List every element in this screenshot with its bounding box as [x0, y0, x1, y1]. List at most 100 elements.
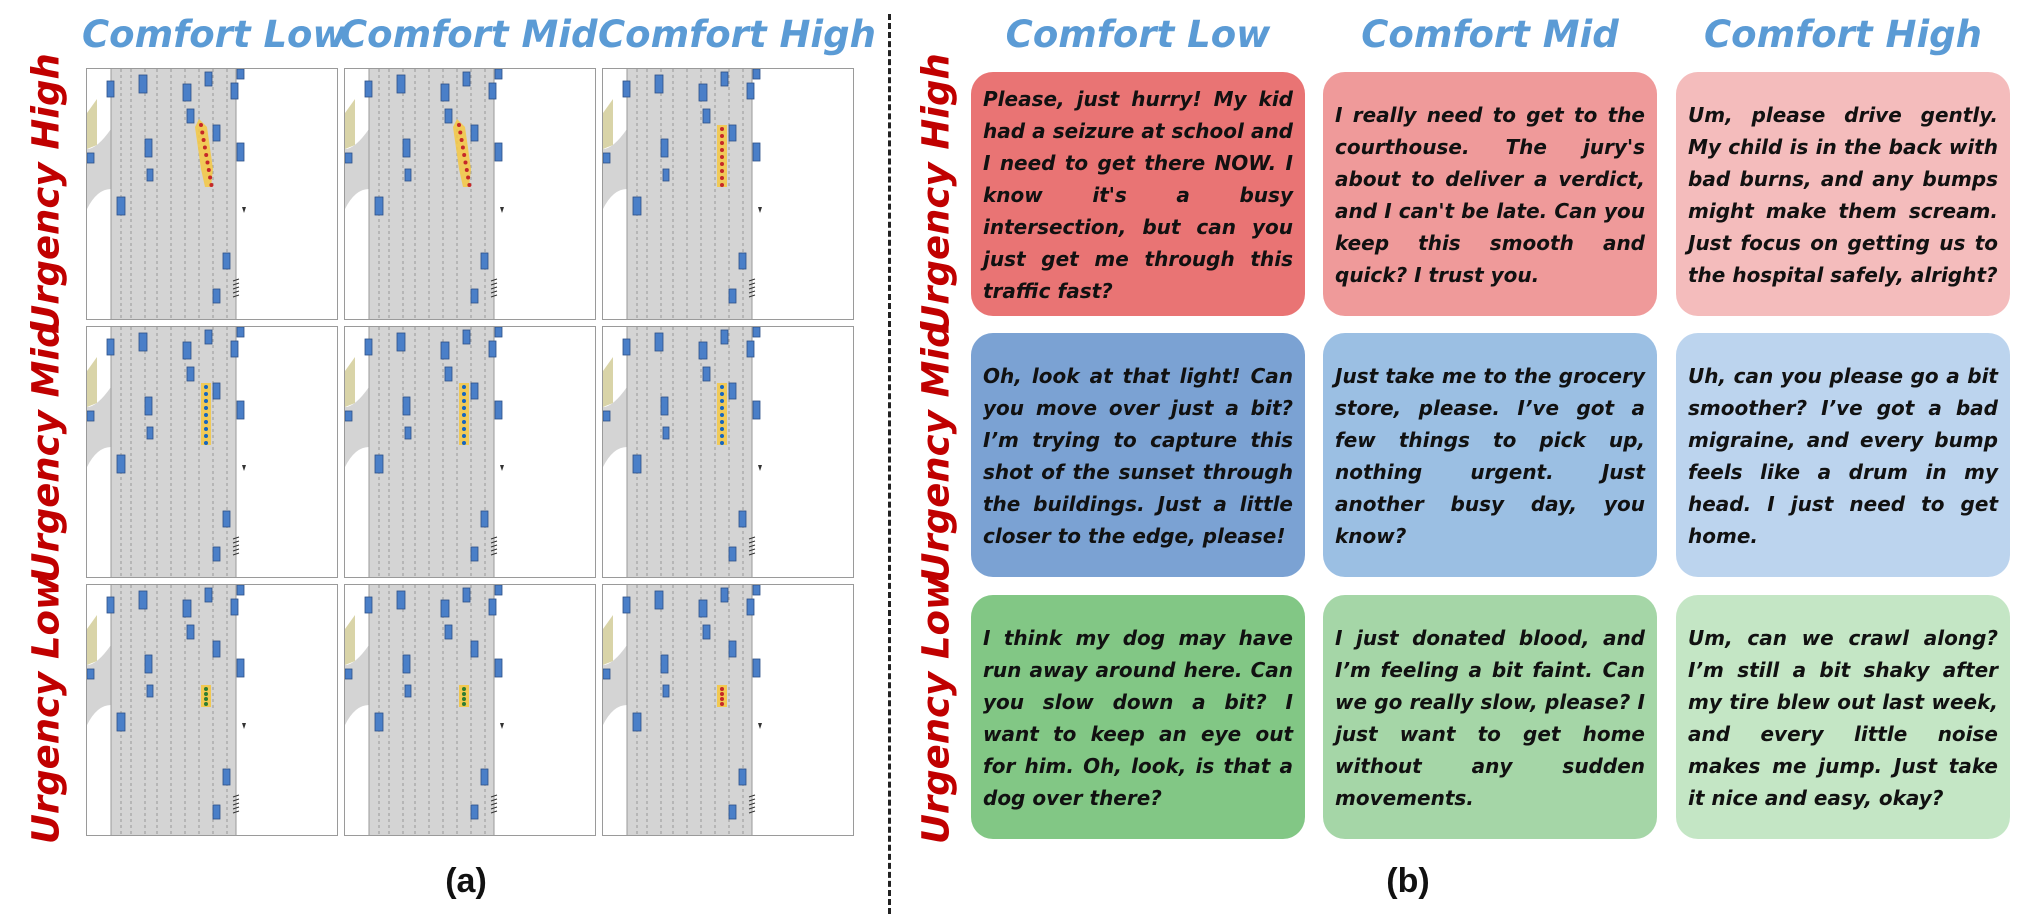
trajectory-point [462, 413, 466, 417]
stop-line-mark [748, 806, 756, 810]
stop-line-mark [490, 794, 498, 798]
vehicle [470, 640, 479, 658]
stop-line-mark [490, 540, 498, 544]
road-surface [111, 585, 236, 835]
vehicle [470, 288, 479, 304]
stop-line-mark [232, 544, 240, 548]
side-road [345, 645, 369, 725]
vehicle [470, 124, 479, 142]
trajectory-point [462, 427, 466, 431]
traffic-scene-panel [344, 584, 596, 836]
ego-trajectory [453, 119, 472, 187]
traffic-marker [500, 465, 504, 471]
traffic-scene-svg [345, 69, 504, 319]
vehicle [106, 80, 115, 98]
vehicle [146, 684, 154, 698]
traffic-scene-svg [87, 585, 246, 835]
traffic-scene-svg [87, 327, 246, 577]
stop-line-mark [232, 806, 240, 810]
vehicle [488, 82, 497, 100]
vehicle [462, 71, 471, 87]
vehicle [144, 654, 153, 674]
right-col-header-comfort-mid: Comfort Mid [1361, 13, 1619, 56]
trajectory-point [204, 420, 208, 424]
vehicle [364, 338, 373, 356]
trajectory-point [462, 702, 466, 706]
trajectory-point [204, 406, 208, 410]
vehicle [662, 684, 670, 698]
vehicle [480, 252, 489, 270]
grass-area [87, 99, 97, 149]
left-col-header-comfort-mid: Comfort Mid [340, 13, 598, 56]
vehicle [404, 168, 412, 182]
stop-line-mark [490, 536, 498, 540]
trajectory-point [208, 175, 213, 180]
vehicle [146, 168, 154, 182]
road-surface [369, 327, 494, 577]
vehicle [752, 400, 761, 420]
vehicle [728, 804, 737, 820]
stop-line-mark [748, 540, 756, 544]
stop-line-mark [748, 802, 756, 806]
trajectory-point [204, 441, 208, 445]
vehicle [720, 329, 729, 345]
request-card-urgency-mid-comfort-mid: Just take me to the grocery store, pleas… [1323, 333, 1657, 577]
vehicle [236, 658, 245, 678]
stop-line-mark [490, 810, 498, 814]
vehicle [396, 590, 406, 610]
stop-line-mark [748, 548, 756, 552]
grass-area [87, 357, 97, 407]
stop-line-mark [748, 290, 756, 294]
request-text: I really need to get to the courthouse. … [1335, 103, 1645, 287]
traffic-scene-panel [86, 326, 338, 578]
ego-trajectory [459, 383, 469, 445]
traffic-scene-svg [603, 69, 762, 319]
part-label-a: (a) [445, 862, 487, 900]
vehicle [746, 598, 755, 616]
traffic-marker [758, 465, 762, 471]
grass-area [603, 615, 613, 665]
trajectory-point [720, 420, 724, 424]
trajectory-point [204, 697, 208, 701]
vehicle [116, 196, 126, 216]
stop-line-mark [232, 548, 240, 552]
stop-line-mark [490, 286, 498, 290]
trajectory-point [206, 168, 211, 172]
side-road [87, 645, 111, 725]
traffic-scene-svg [603, 585, 762, 835]
trajectory-point [720, 434, 724, 438]
left-row-label-text: Urgency High [24, 53, 68, 335]
trajectory-point [204, 692, 208, 696]
trajectory-point [462, 697, 466, 701]
trajectory-point [464, 168, 469, 172]
vehicle [212, 382, 221, 400]
vehicle [374, 454, 384, 474]
trajectory-point [462, 392, 466, 396]
request-card-urgency-high-comfort-high: Um, please drive gently. My child is in … [1676, 72, 2010, 316]
stop-line-mark [748, 294, 756, 298]
right-row-label-text: Urgency Low [914, 575, 958, 845]
trajectory-point [720, 406, 724, 410]
stop-line-mark [232, 802, 240, 806]
side-road [87, 387, 111, 467]
trajectory-point [720, 413, 724, 417]
vehicle [494, 69, 503, 80]
trajectory-point [199, 123, 203, 127]
side-road [345, 129, 369, 209]
stop-line-mark [748, 278, 756, 282]
trajectory-point [720, 162, 724, 166]
trajectory-point [204, 427, 208, 431]
vehicle [738, 768, 747, 786]
traffic-marker [242, 465, 246, 471]
vehicle [404, 426, 412, 440]
vehicle [404, 684, 412, 698]
vehicle [603, 152, 611, 164]
trajectory-point [462, 687, 466, 691]
ego-trajectory [201, 685, 211, 707]
stop-line-mark [748, 794, 756, 798]
vehicle [654, 74, 664, 94]
trajectory-point [720, 399, 724, 403]
request-card-urgency-mid-comfort-low: Oh, look at that light! Can you move ove… [971, 333, 1305, 577]
trajectory-point [720, 176, 724, 180]
vehicle [212, 546, 221, 562]
